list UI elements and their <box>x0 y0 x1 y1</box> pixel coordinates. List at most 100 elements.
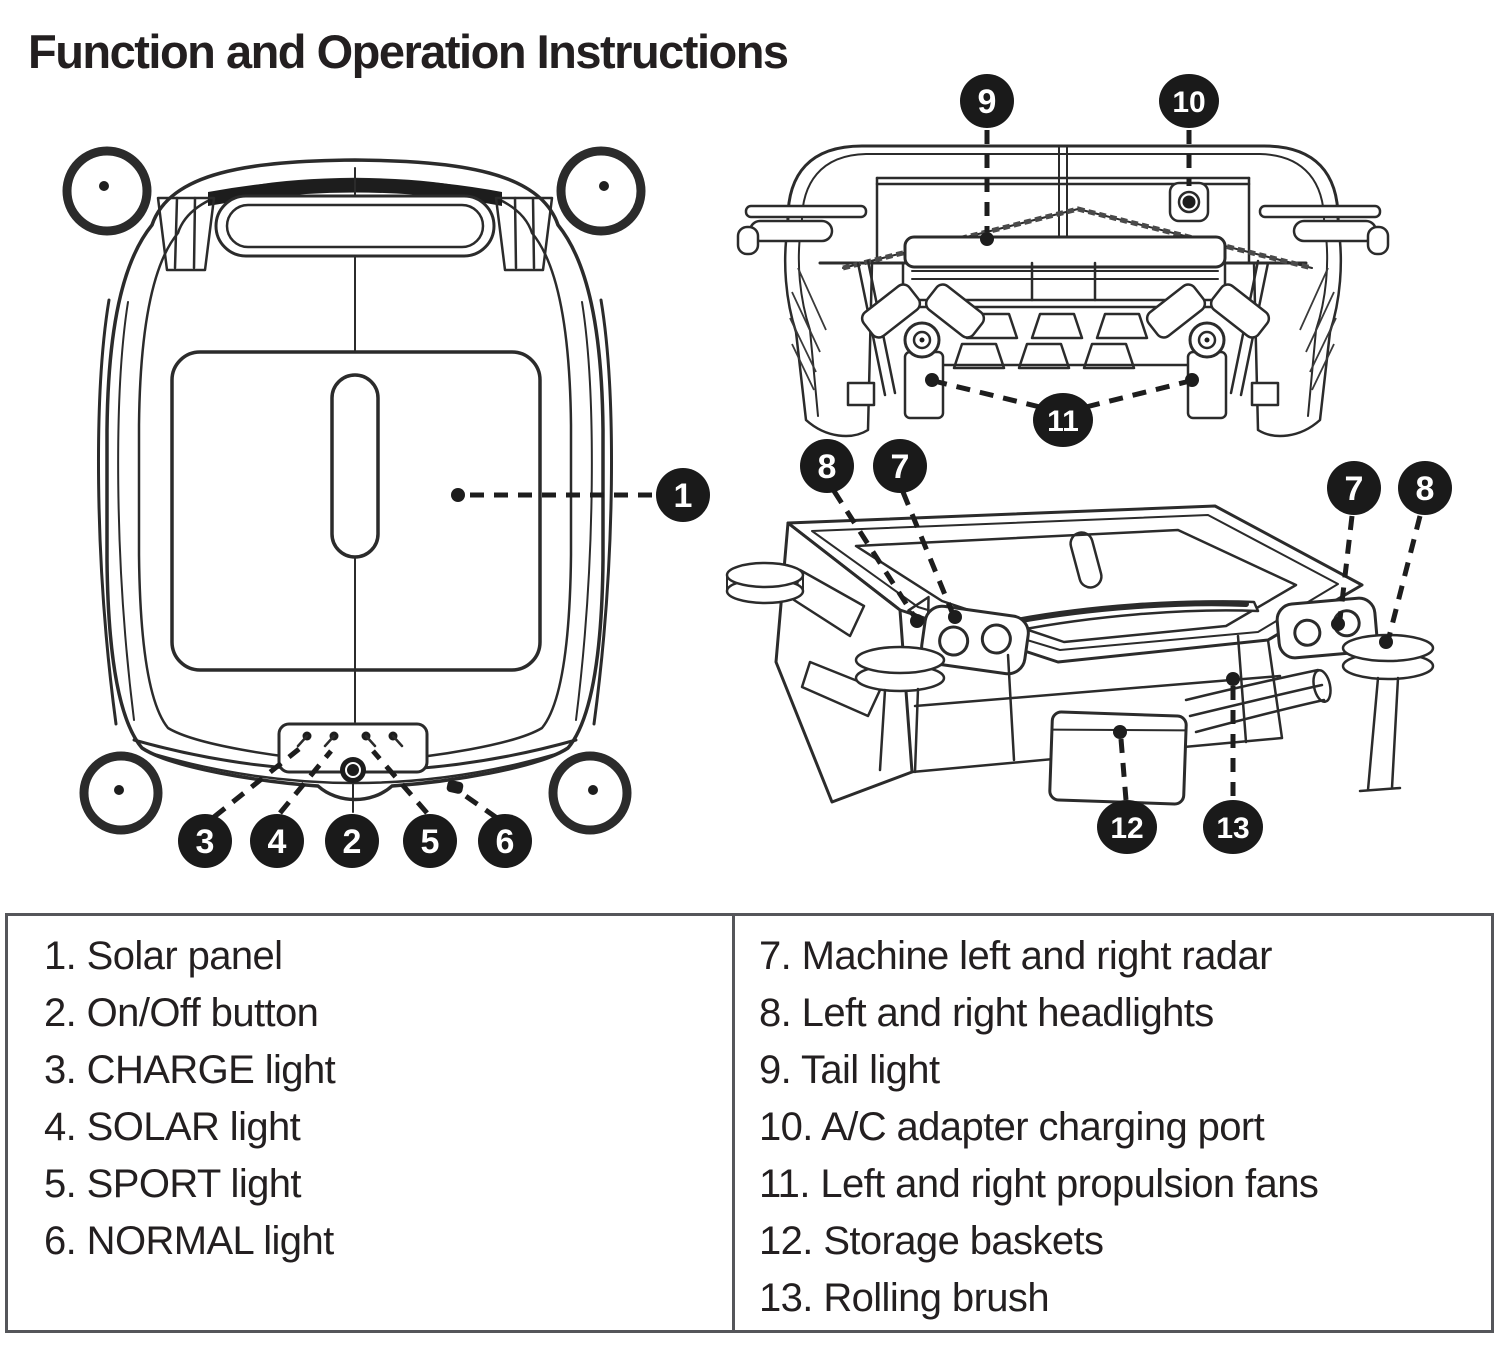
left-headlight-pod <box>907 595 1030 676</box>
legend-item-5: 5. SPORT light <box>44 1162 302 1206</box>
legend-item-7: 7. Machine left and right radar <box>759 934 1272 978</box>
corner-tabs <box>156 196 554 272</box>
perspective-view-diagram <box>725 504 1435 806</box>
legend-column-left: 1. Solar panel 2. On/Off button 3. CHARG… <box>8 916 735 1330</box>
legend-item-12: 12. Storage baskets <box>759 1219 1104 1263</box>
charging-port <box>1168 181 1210 223</box>
callout-badge-10: 10 <box>1159 74 1219 128</box>
svg-text:1: 1 <box>674 477 693 515</box>
indicator-leds <box>296 731 404 748</box>
top-view-diagram <box>62 146 646 835</box>
right-propulsion-fan <box>1145 283 1271 420</box>
lid <box>786 144 1340 238</box>
legend-item-6: 6. NORMAL light <box>44 1219 334 1263</box>
callout-badge-8-right: 8 <box>1398 461 1452 515</box>
svg-text:10: 10 <box>1172 86 1205 119</box>
leader-8-left <box>831 489 917 618</box>
power-nub <box>446 780 464 794</box>
target-dot-7-left <box>948 610 962 624</box>
figure-diagrams: 1 3 4 2 5 6 9 <box>62 74 1452 868</box>
handle-slot <box>1000 600 1260 634</box>
rear-view-diagram <box>736 144 1390 438</box>
left-side-panel <box>774 521 914 804</box>
target-dot-13 <box>1226 672 1240 686</box>
leader-7-right <box>1337 515 1355 620</box>
svg-text:7: 7 <box>1345 470 1364 508</box>
callout-badge-3: 3 <box>178 814 232 868</box>
callout-badge-12: 12 <box>1097 800 1157 854</box>
body-outline <box>105 158 605 802</box>
svg-text:5: 5 <box>421 823 440 861</box>
tail-light-lower-trim <box>911 270 1219 280</box>
target-dot-8-right <box>1379 635 1393 649</box>
svg-text:8: 8 <box>1416 470 1435 508</box>
callout-badge-9: 9 <box>960 74 1014 128</box>
front-left-float <box>854 645 946 774</box>
on-off-button <box>340 757 366 783</box>
legend-table: 1. Solar panel 2. On/Off button 3. CHARG… <box>5 913 1494 1333</box>
corner-bumper-icons <box>62 146 646 835</box>
leader-5 <box>371 749 429 815</box>
left-propulsion-fan <box>860 283 986 420</box>
legend-item-1: 1. Solar panel <box>44 934 283 978</box>
top-face-inner <box>811 514 1339 651</box>
callout-badge-8-left: 8 <box>800 439 854 493</box>
leader-11-left <box>937 379 1041 410</box>
right-float <box>1341 633 1435 793</box>
legend-item-11: 11. Left and right propulsion fans <box>759 1162 1319 1206</box>
leader-lines <box>212 130 1423 821</box>
solar-panel-center-pill <box>330 373 380 559</box>
page-title: Function and Operation Instructions <box>28 25 789 78</box>
left-pontoon <box>736 204 874 438</box>
svg-text:3: 3 <box>196 823 215 861</box>
svg-text:13: 13 <box>1216 812 1249 845</box>
svg-text:6: 6 <box>496 823 515 861</box>
target-dot-7-right <box>1331 617 1345 631</box>
legend-column-right: 7. Machine left and right radar 8. Left … <box>735 916 1491 1330</box>
callout-badge-13: 13 <box>1203 800 1263 854</box>
svg-text:9: 9 <box>978 83 997 121</box>
leader-3 <box>212 747 301 819</box>
svg-text:8: 8 <box>818 448 837 486</box>
callout-badge-1: 1 <box>656 468 710 522</box>
leader-7-left <box>900 491 955 613</box>
legend-item-10: 10. A/C adapter charging port <box>759 1105 1265 1149</box>
vent-grid <box>952 312 1149 370</box>
rolling-brush <box>1184 668 1332 734</box>
side-rails <box>97 298 613 726</box>
leader-4 <box>278 749 333 815</box>
legend-item-13: 13. Rolling brush <box>759 1276 1050 1320</box>
target-dot-11-right <box>1185 373 1199 387</box>
diagram-canvas: 1 3 4 2 5 6 9 <box>62 74 1452 868</box>
back-left-float <box>725 561 805 605</box>
side-panel-windows <box>792 568 882 718</box>
target-dot-8-left <box>910 614 924 628</box>
svg-text:2: 2 <box>343 823 362 861</box>
callout-badge-6: 6 <box>478 814 532 868</box>
svg-text:11: 11 <box>1047 405 1079 438</box>
svg-text:7: 7 <box>891 448 910 486</box>
right-pontoon <box>1252 204 1390 438</box>
legend-item-9: 9. Tail light <box>759 1048 940 1092</box>
target-dot-9 <box>980 232 994 246</box>
callout-badge-4: 4 <box>250 814 304 868</box>
leader-11-right <box>1085 379 1187 410</box>
target-dot-1 <box>451 488 465 502</box>
solar-panel-top <box>854 528 1298 644</box>
callout-badge-7-right: 7 <box>1327 461 1381 515</box>
callout-badge-5: 5 <box>403 814 457 868</box>
legend-item-2: 2. On/Off button <box>44 991 319 1035</box>
panel-pill <box>1069 531 1103 589</box>
callout-badge-7-left: 7 <box>873 439 927 493</box>
tail-light <box>903 235 1227 269</box>
callout-badge-11: 11 <box>1033 393 1093 447</box>
leader-8-right <box>1386 515 1423 638</box>
legend-item-3: 3. CHARGE light <box>44 1048 336 1092</box>
legend-item-4: 4. SOLAR light <box>44 1105 301 1149</box>
leader-12 <box>1118 738 1129 801</box>
carry-handle-inner <box>225 203 485 249</box>
target-dot-12 <box>1113 725 1127 739</box>
leader-6 <box>458 789 499 821</box>
target-dot-11-left <box>925 373 939 387</box>
